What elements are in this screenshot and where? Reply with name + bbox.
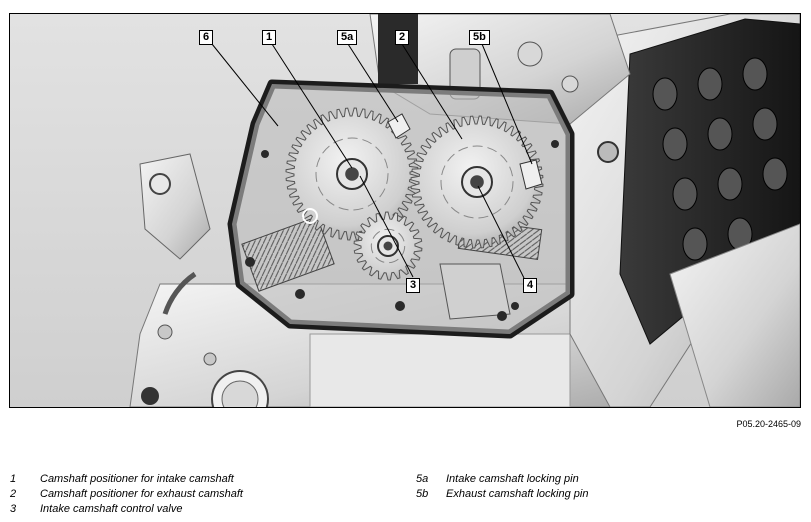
callout-2: 2 — [395, 30, 410, 45]
legend-text: Camshaft positioner for exhaust camshaft — [40, 488, 243, 500]
legend-text: Intake camshaft control valve — [40, 503, 183, 515]
legend-text: Camshaft positioner for intake camshaft — [40, 473, 234, 485]
legend-item: 2 Camshaft positioner for exhaust camsha… — [10, 487, 390, 501]
legend-text: Intake camshaft locking pin — [446, 473, 579, 485]
left-bracket — [139, 153, 211, 315]
intake-camshaft-control-valve — [353, 211, 423, 281]
gear-ring — [315, 137, 389, 211]
legend-item: 5b Exhaust camshaft locking pin — [416, 487, 796, 501]
gear-ring — [440, 145, 514, 219]
legend-number: 1 — [10, 473, 17, 485]
callout-6: 6 — [199, 30, 214, 45]
legend-number: 5a — [416, 473, 429, 485]
callout-3: 3 — [406, 278, 421, 293]
marker-circle — [302, 208, 318, 224]
legend-number: 2 — [10, 488, 17, 500]
intake-camshaft-positioner — [285, 107, 419, 241]
legend-item: 1 Camshaft positioner for intake camshaf… — [10, 472, 390, 486]
gear-bolt — [470, 175, 484, 189]
gear-bolt — [383, 241, 393, 251]
exhaust-camshaft-positioner — [410, 115, 544, 249]
legend-number: 3 — [10, 503, 17, 515]
leader-lines — [211, 43, 533, 279]
gasket-bolts — [245, 140, 559, 321]
engine-illustration — [129, 14, 800, 407]
exhaust-side-bank — [569, 14, 800, 407]
engine-diagram: 6 1 5a 2 5b 3 4 — [9, 13, 801, 408]
callout-4: 4 — [523, 278, 538, 293]
callout-1: 1 — [262, 30, 277, 45]
legend-number: 5b — [416, 488, 429, 500]
legend-item: 3 Intake camshaft control valve — [10, 502, 390, 516]
legend-item: 5a Intake camshaft locking pin — [416, 472, 796, 486]
intake-locking-pin — [387, 113, 411, 139]
callout-5b: 5b — [469, 30, 490, 45]
legend-text: Exhaust camshaft locking pin — [446, 488, 589, 500]
callout-5a: 5a — [337, 30, 358, 45]
figure-reference-code: P05.20-2465-09 — [736, 419, 801, 429]
gear-bolt — [345, 167, 359, 181]
